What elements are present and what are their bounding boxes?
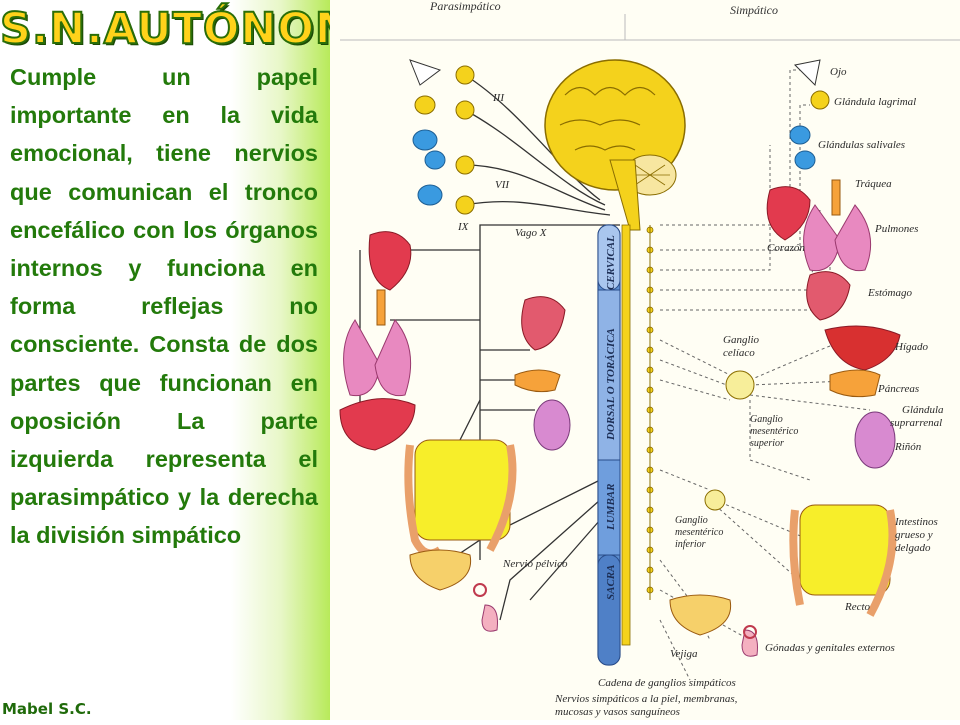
spinal-column: CERVICAL DORSAL O TORÁCICA LUMBAR SACRA (597, 224, 631, 666)
spine-label-cervical: CERVICAL (605, 235, 617, 290)
label-glandula-suprarrenal-1: Glándula (902, 404, 944, 416)
label-gms-3: superior (750, 438, 784, 449)
spine-label-dorsal: DORSAL O TORÁCICA (605, 328, 617, 441)
header-sympathetic: Simpático (730, 3, 778, 17)
description-paragraph: Cumple un papel importante en la vida em… (10, 64, 318, 549)
spine-label-sacra: SACRA (605, 565, 617, 600)
label-corazon: Corazón (767, 242, 805, 254)
label-nervios-simpaticos-1: Nervios simpáticos a la piel, membranas, (554, 693, 738, 705)
label-gmi-2: mesentérico (675, 527, 723, 538)
label-traquea: Tráquea (855, 178, 892, 190)
label-glandula-suprarrenal-2: suprarrenal (890, 417, 942, 429)
label-gonadas: Gónadas y genitales externos (765, 642, 895, 654)
brain-illustration (544, 59, 686, 231)
label-cadena-ganglios: Cadena de ganglios simpáticos (598, 677, 736, 689)
label-vago: Vago X (515, 227, 548, 239)
label-ix: IX (457, 221, 470, 233)
autonomic-nervous-system-diagram: Parasimpático Simpático (330, 0, 960, 720)
label-vii: VII (495, 179, 510, 191)
label-ojo: Ojo (830, 66, 847, 78)
text-panel: S.N.AUTÓNOMO Cumple un papel importante … (0, 0, 397, 720)
page-title: S.N.AUTÓNOMO (0, 3, 397, 55)
label-recto: Recto (844, 601, 871, 613)
parasympathetic-organs (339, 59, 571, 632)
label-gmi-3: inferior (675, 539, 706, 550)
label-gms-1: Ganglio (750, 414, 783, 425)
label-intestinos-3: delgado (895, 542, 931, 554)
label-ganglio-celiaco-1: Ganglio (723, 334, 760, 346)
label-nervio-pelvico: Nervio pélvico (502, 558, 568, 570)
spine-label-lumbar: LUMBAR (605, 484, 617, 531)
label-nervios-simpaticos-2: mucosas y vasos sanguíneos (555, 706, 680, 718)
label-rinon: Riñón (894, 441, 922, 453)
label-gms-2: mesentérico (750, 426, 798, 437)
author-credit: Mabel S.C. (2, 700, 92, 718)
label-intestinos-2: grueso y (895, 529, 933, 541)
label-ganglio-celiaco-2: celíaco (723, 347, 755, 359)
label-pulmones: Pulmones (874, 223, 918, 235)
header-parasympathetic: Parasimpático (429, 0, 501, 13)
label-pancreas: Páncreas (877, 383, 919, 395)
label-glandula-lagrimal: Glándula lagrimal (834, 96, 916, 108)
label-gmi-1: Ganglio (675, 515, 708, 526)
diagram-svg: Parasimpático Simpático (339, 0, 960, 718)
sympathetic-organs (669, 59, 901, 657)
label-estomago: Estómago (867, 287, 913, 299)
label-vejiga: Vejiga (670, 648, 698, 660)
label-glandulas-salivales: Glándulas salivales (818, 139, 905, 151)
label-higado: Hígado (894, 341, 929, 353)
label-intestinos-1: Intestinos (894, 516, 938, 528)
label-iii: III (492, 92, 505, 104)
